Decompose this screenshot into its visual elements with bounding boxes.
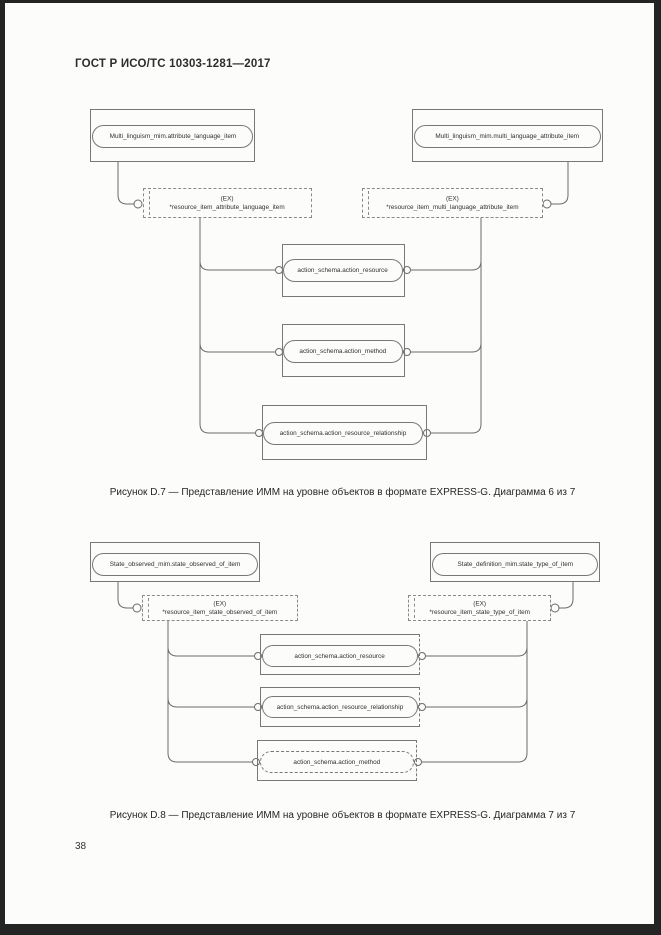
ex-name: *resource_item_state_type_of_item [429,608,530,616]
entity-node: action_schema.action_resource [262,645,418,667]
page-ref-divider [148,598,149,618]
entity-frame [412,109,603,162]
page-ref-text: (EX) *resource_item_attribute_language_i… [170,195,285,212]
relation-circle [423,429,431,437]
ex-name: *resource_item_state_observed_of_item [162,608,278,616]
entity-label: action_schema.action_method [293,758,381,766]
page-reference-box: (EX) *resource_item_multi_language_attri… [362,188,543,218]
express-g-diagram-d8: State_observed_mim.state_observed_of_ite… [75,540,610,788]
entity-frame [260,634,420,675]
page-ref-text: (EX) *resource_item_state_observed_of_it… [163,600,278,617]
entity-frame [90,109,255,162]
entity-node: action_schema.action_resource_relationsh… [262,696,418,718]
figure-caption-d7: Рисунок D.7 — Представление ИММ на уровн… [109,487,576,498]
entity-node: Multi_linguism_mim.multi_language_attrib… [414,125,601,148]
entity-label: State_observed_mim.state_observed_of_ite… [109,560,241,569]
relation-circle [403,266,411,274]
entity-frame [282,244,405,297]
page-ref-text: (EX) *resource_item_multi_language_attri… [386,195,518,212]
entity-frame [282,324,405,377]
relation-circle [133,199,143,209]
entity-label: action_schema.action_resource [294,652,386,660]
entity-frame [90,542,260,582]
entity-node: Multi_linguism_mim.attribute_language_it… [92,125,253,148]
relation-circle [132,603,142,613]
entity-node: State_observed_mim.state_observed_of_ite… [92,553,258,576]
page-reference-box: (EX) *resource_item_state_observed_of_it… [142,595,298,621]
entity-frame [260,687,420,727]
connector-lines [117,162,569,437]
ex-tag: (EX) [213,600,227,608]
ex-name: *resource_item_multi_language_attribute_… [386,203,519,211]
page-reference-box: (EX) *resource_item_attribute_language_i… [143,188,312,218]
relation-circle [418,652,426,660]
entity-node: action_schema.action_method [283,340,403,363]
page-number: 38 [75,841,87,852]
ex-name: *resource_item_attribute_language_item [169,203,286,211]
entity-frame [262,405,427,460]
entity-frame [257,740,417,781]
entity-label: action_schema.action_resource [297,266,389,275]
page-ref-text: (EX) *resource_item_state_type_of_item [429,600,530,617]
page-ref-divider [149,191,150,215]
ex-tag: (EX) [221,195,234,203]
express-g-diagram-d7: Multi_linguism_mim.attribute_language_it… [75,95,610,487]
ex-tag: (EX) [446,195,459,203]
relation-circle [542,199,552,209]
entity-label: Multi_linguism_mim.multi_language_attrib… [435,132,580,141]
relation-circle [254,703,262,711]
document-header: ГОСТ Р ИСО/ТС 10303-1281—2017 [75,58,271,70]
entity-node: action_schema.action_resource_relationsh… [263,422,423,445]
entity-node: action_schema.action_method [260,751,414,773]
relation-circle [254,652,262,660]
relation-circle [550,603,560,613]
entity-node: action_schema.action_resource [283,259,403,282]
relation-circle [418,703,426,711]
entity-label: action_schema.action_method [299,347,387,356]
relation-circle [403,348,411,356]
ex-tag: (EX) [473,600,486,608]
page-reference-box: (EX) *resource_item_state_type_of_item [408,595,551,621]
entity-label: action_schema.action_resource_relationsh… [276,703,404,711]
entity-frame [430,542,600,582]
connector-lines [117,582,574,766]
page-ref-divider [414,598,415,618]
page-ref-divider [368,191,369,215]
figure-caption-d8: Рисунок D.8 — Представление ИММ на уровн… [109,810,576,821]
entity-label: Multi_linguism_mim.attribute_language_it… [109,132,236,141]
entity-label: State_definition_mim.state_type_of_item [457,560,573,569]
entity-node: State_definition_mim.state_type_of_item [432,553,598,576]
entity-label: action_schema.action_resource_relationsh… [279,429,407,438]
